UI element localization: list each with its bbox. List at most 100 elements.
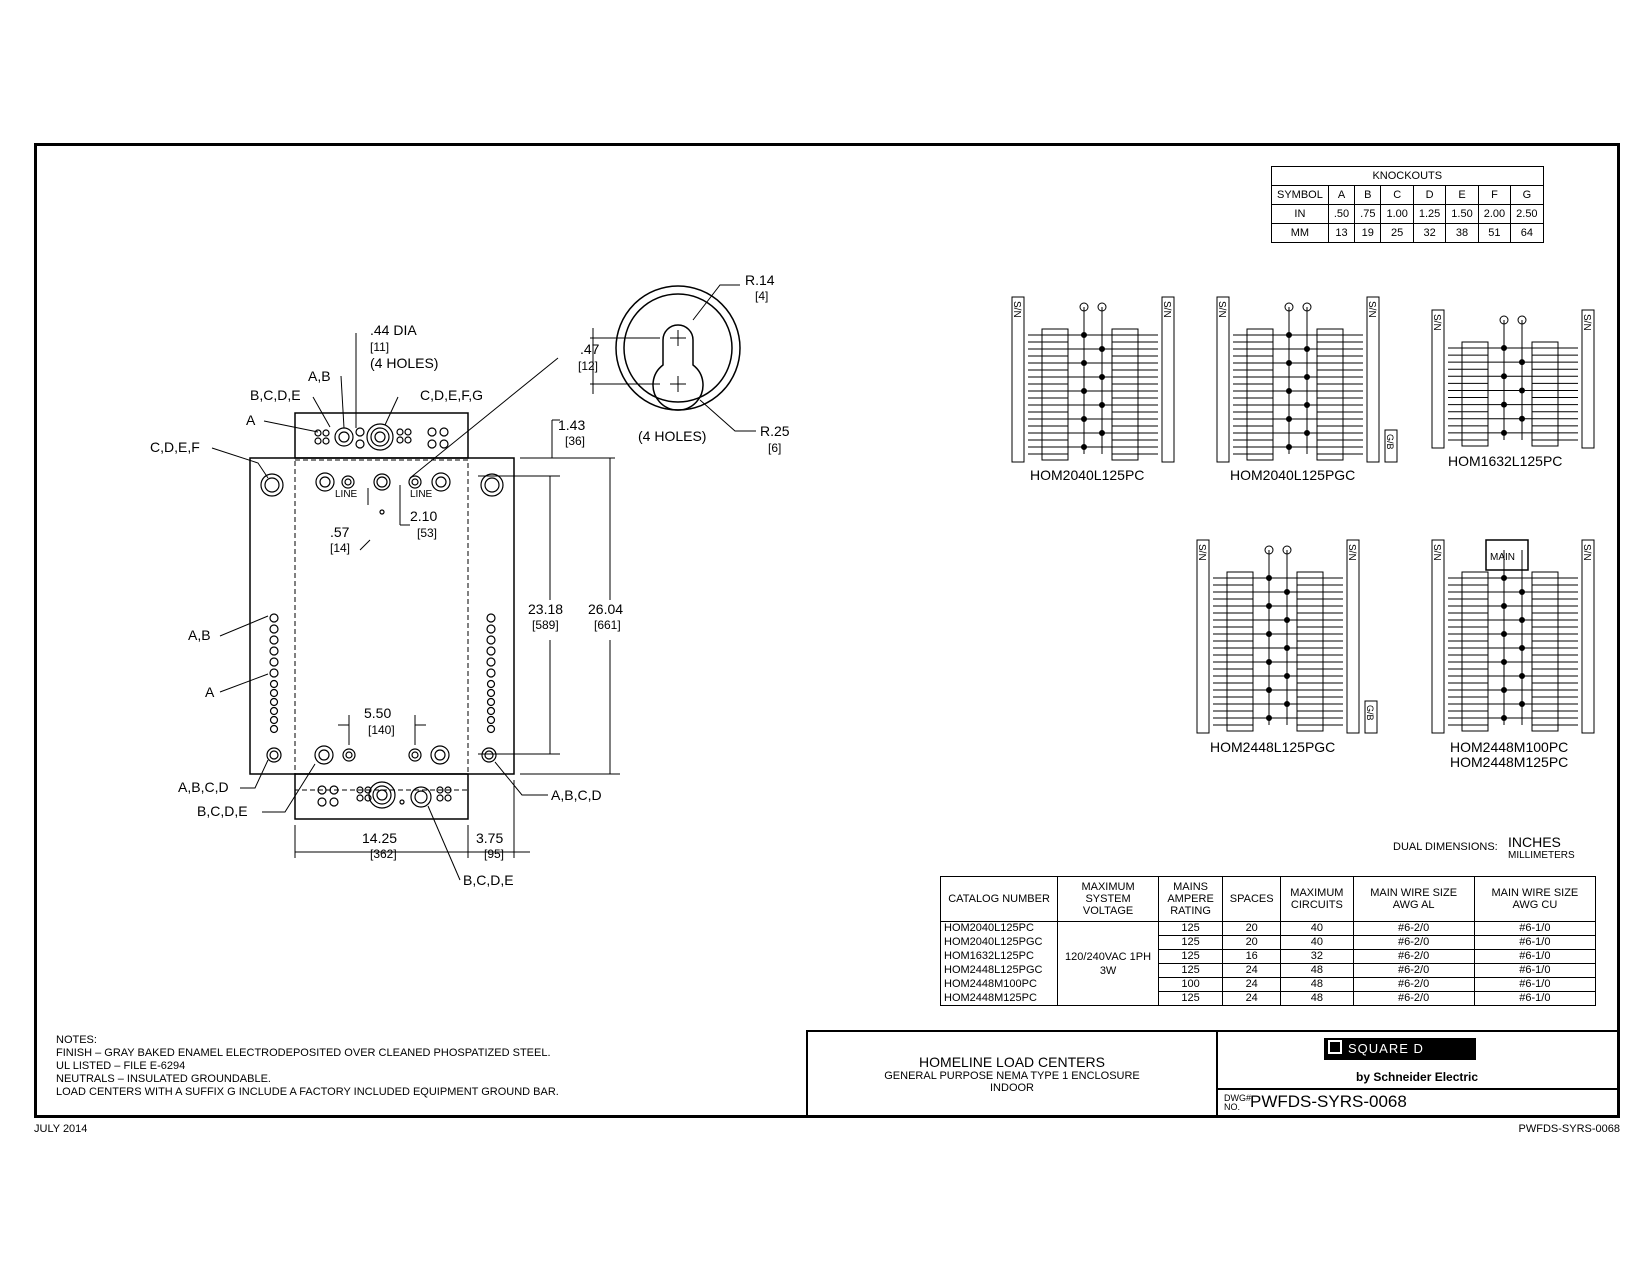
ko-h-4: D	[1412, 185, 1447, 205]
ko-cell: 13	[1327, 223, 1356, 243]
radius-014-mm: [4]	[755, 289, 768, 303]
spec-cat: HOM2040L125PGC	[939, 935, 1059, 950]
notes-heading: NOTES:	[56, 1034, 97, 1046]
sn-label-left: S/N	[1216, 301, 1227, 318]
spec-cell: #6-2/0	[1352, 963, 1475, 978]
radius-025: R.25	[760, 423, 790, 439]
gb-label: G/B	[1365, 705, 1375, 721]
footer-code: PWFDS-SYRS-0068	[1518, 1123, 1620, 1135]
dwg-label: DWG# NO.	[1224, 1093, 1251, 1112]
spec-cat: HOM2448M100PC	[939, 977, 1059, 992]
keyhole-holes: (4 HOLES)	[638, 428, 706, 444]
spec-cell: #6-2/0	[1352, 949, 1475, 964]
ko-h-3: C	[1380, 185, 1414, 205]
ko-h-6: F	[1477, 185, 1512, 205]
wiring-label: HOM2448M125PC	[1450, 754, 1568, 770]
callout-bcde-bottom: B,C,D,E	[463, 872, 514, 888]
dim-047-mm: [12]	[578, 359, 598, 373]
knockouts-row-mm: MM 13 19 25 32 38 51 64	[1271, 223, 1544, 243]
line-label-left: LINE	[335, 489, 358, 500]
note-line: FINISH – GRAY BAKED ENAMEL ELECTRODEPOSI…	[56, 1047, 551, 1059]
table-row: HOM1632L125PC 125 16 32 #6-2/0 #6-1/0	[939, 949, 1597, 964]
dual-dimensions-label: DUAL DIMENSIONS:	[1393, 841, 1498, 853]
spec-cell: 48	[1280, 991, 1354, 1006]
note-line: UL LISTED – FILE E-6294	[56, 1060, 186, 1072]
radius-025-mm: [6]	[768, 441, 781, 455]
knockouts-title: KNOCKOUTS	[1271, 166, 1544, 186]
knockouts-row-in: IN .50 .75 1.00 1.25 1.50 2.00 2.50	[1271, 204, 1544, 224]
main-breaker-label: MAIN	[1490, 552, 1515, 563]
dim-2318: 23.18	[528, 601, 563, 617]
knockouts-upper-row	[260, 472, 504, 515]
spec-cell: #6-1/0	[1473, 949, 1597, 964]
footer-date: JULY 2014	[34, 1123, 88, 1135]
title-line-3: INDOOR	[990, 1082, 1034, 1094]
knockouts-left-column	[269, 613, 279, 734]
spec-h-spaces: SPACES	[1222, 876, 1282, 922]
spec-cell: 100	[1157, 977, 1224, 992]
wiring-label: HOM2040L125PC	[1030, 467, 1144, 483]
note-line: NEUTRALS – INSULATED GROUNDABLE.	[56, 1073, 271, 1085]
table-row: HOM2448L125PGC 125 24 48 #6-2/0 #6-1/0	[939, 963, 1597, 978]
spec-cell: 48	[1280, 977, 1354, 992]
dim-2318-mm: [589]	[532, 618, 559, 632]
spec-cat: HOM2448M125PC	[939, 991, 1059, 1006]
spec-cell: 20	[1222, 921, 1282, 936]
note-line: LOAD CENTERS WITH A SUFFIX G INCLUDE A F…	[56, 1086, 559, 1098]
spec-cell: 32	[1280, 949, 1354, 964]
title-line-2: GENERAL PURPOSE NEMA TYPE 1 ENCLOSURE	[884, 1070, 1140, 1082]
knockouts-table: KNOCKOUTS SYMBOL A B C D E F G IN .50 .7…	[1271, 166, 1544, 243]
table-row: HOM2448M125PC 125 24 48 #6-2/0 #6-1/0	[939, 991, 1597, 1006]
spec-h-circuits: MAXIMUM CIRCUITS	[1280, 876, 1354, 922]
spec-h-ampere: MAINS AMPERE RATING	[1157, 876, 1224, 922]
callout-a-top: A	[246, 412, 256, 428]
table-row: HOM2040L125PGC 125 20 40 #6-2/0 #6-1/0	[939, 935, 1597, 950]
spec-cell: 40	[1280, 935, 1354, 950]
wiring-diagram-1	[1011, 296, 1175, 463]
leader-lines	[211, 333, 559, 881]
spec-cell: 125	[1157, 991, 1224, 1006]
spec-header-row: CATALOG NUMBER MAXIMUM SYSTEM VOLTAGE MA…	[939, 876, 1597, 922]
table-row: HOM2448M100PC 100 24 48 #6-2/0 #6-1/0	[939, 977, 1597, 992]
dim-375: 3.75	[476, 830, 503, 846]
gb-label: G/B	[1385, 434, 1395, 450]
ko-cell: 2.50	[1510, 204, 1544, 224]
dwg-number: PWFDS-SYRS-0068	[1250, 1092, 1407, 1111]
dim-057-mm: [14]	[330, 541, 350, 555]
sn-label-right: S/N	[1581, 544, 1592, 561]
spec-cat: HOM2448L125PGC	[939, 963, 1059, 978]
ko-cell: 38	[1445, 223, 1479, 243]
dim-2604-mm: [661]	[594, 618, 621, 632]
wiring-diagram-4	[1196, 539, 1378, 734]
dual-dimensions-inches: INCHES	[1508, 834, 1561, 850]
drawing-sheet-border	[34, 143, 1620, 1118]
ko-h-1: A	[1327, 185, 1356, 205]
spec-cat: HOM1632L125PC	[939, 949, 1059, 964]
spec-cell: 20	[1222, 935, 1282, 950]
knockouts-right-column	[486, 613, 496, 734]
spec-cell: #6-1/0	[1473, 963, 1597, 978]
ko-cell: IN	[1271, 204, 1329, 224]
dim-375-mm: [95]	[484, 847, 504, 861]
callout-abcd-left: A,B,C,D	[178, 779, 229, 795]
table-row: HOM2040L125PC 120/240VAC 1PH 3W 125 20 4…	[939, 921, 1597, 1006]
ko-cell: 25	[1380, 223, 1414, 243]
dia-mm: [11]	[370, 340, 389, 354]
wiring-diagram-2	[1216, 296, 1398, 463]
dim-2604: 26.04	[588, 601, 623, 617]
wiring-label: HOM2040L125PGC	[1230, 467, 1355, 483]
ko-h-7: G	[1510, 185, 1544, 205]
spec-voltage: 120/240VAC 1PH 3W	[1057, 921, 1159, 1006]
dim-1425-mm: [362]	[370, 847, 397, 861]
radius-014: R.14	[745, 272, 775, 288]
ko-h-2: B	[1354, 185, 1382, 205]
dia-label: .44 DIA	[370, 322, 417, 338]
callout-cdefg: C,D,E,F,G	[420, 387, 483, 403]
ko-cell: 1.25	[1412, 204, 1447, 224]
spec-cell: #6-1/0	[1473, 991, 1597, 1006]
dual-dimensions-mm: MILLIMETERS	[1508, 850, 1575, 861]
callout-bcde-top: B,C,D,E	[250, 387, 301, 403]
title-block-description: HOMELINE LOAD CENTERS GENERAL PURPOSE NE…	[806, 1030, 1218, 1118]
line-label-right: LINE	[410, 489, 433, 500]
